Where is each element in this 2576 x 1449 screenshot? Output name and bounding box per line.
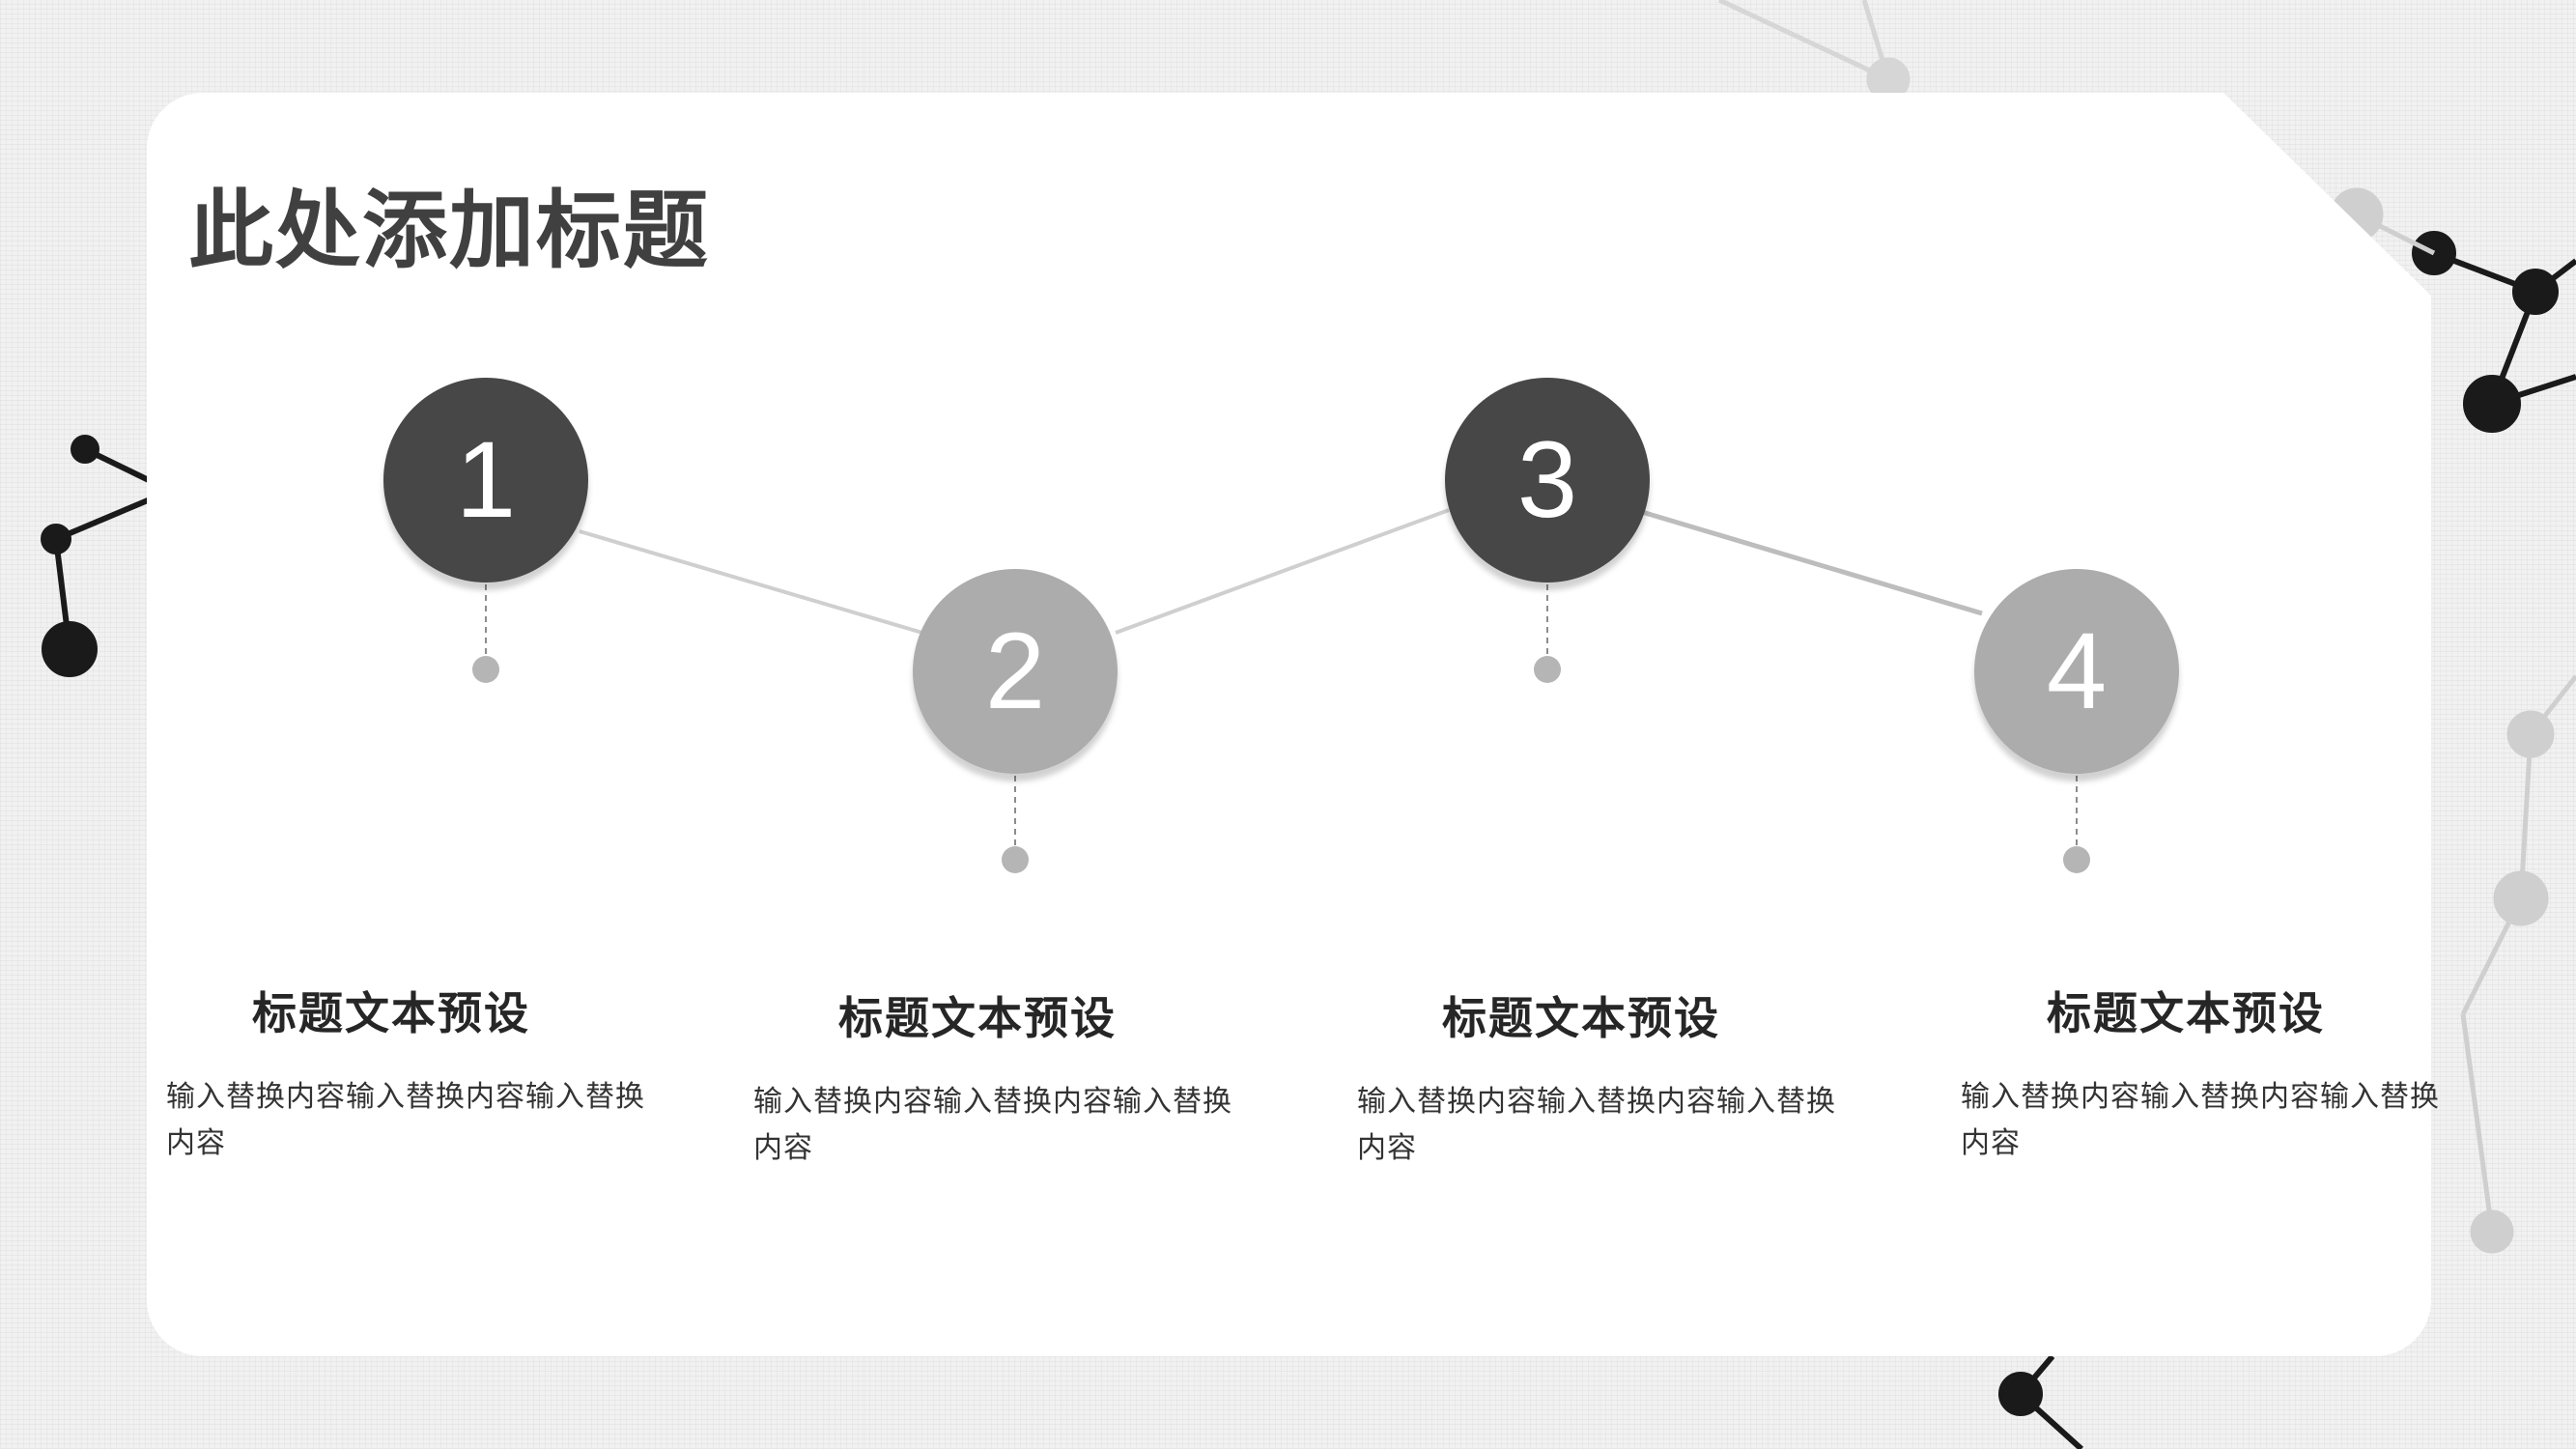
page-title: 此处添加标题 — [188, 181, 711, 280]
step-circles — [383, 378, 2179, 774]
pin-stems — [485, 584, 2078, 858]
step-title-4: 标题文本预设 — [2047, 987, 2325, 1039]
step-description-2: 输入替换内容输入替换内容输入替换内容 — [753, 1085, 1232, 1165]
step-title-3: 标题文本预设 — [1442, 992, 1720, 1044]
step-number-2: 2 — [984, 611, 1046, 731]
molecule-right-top — [2412, 231, 2576, 433]
molecule-bottom — [1998, 1354, 2084, 1449]
connector-3-4 — [1641, 509, 1983, 616]
step-number-1: 1 — [455, 419, 517, 540]
step-title-2: 标题文本预设 — [838, 992, 1117, 1044]
step-description-4: 输入替换内容输入替换内容输入替换内容 — [1961, 1080, 2440, 1160]
connector-1-2 — [579, 529, 923, 635]
step-number-4: 4 — [2046, 611, 2108, 731]
timeline-connectors — [579, 508, 1983, 635]
pin-dot-1 — [472, 656, 499, 683]
step-circle-2 — [913, 569, 1118, 774]
step-description-3: 输入替换内容输入替换内容输入替换内容 — [1357, 1085, 1836, 1165]
connector-2-3 — [1115, 508, 1450, 635]
molecule-left — [41, 435, 156, 677]
pin-dot-3 — [1534, 656, 1561, 683]
pin-dot-2 — [1002, 846, 1029, 873]
step-description-1: 输入替换内容输入替换内容输入替换内容 — [166, 1080, 645, 1160]
step-circle-1 — [383, 378, 588, 582]
molecule-right-faint — [2330, 187, 2576, 1254]
step-circle-4 — [1974, 569, 2179, 774]
step-circle-3 — [1445, 378, 1650, 582]
step-number-3: 3 — [1516, 419, 1578, 540]
pin-dot-4 — [2063, 846, 2090, 873]
pin-heads — [472, 656, 2090, 873]
step-title-1: 标题文本预设 — [252, 987, 530, 1039]
